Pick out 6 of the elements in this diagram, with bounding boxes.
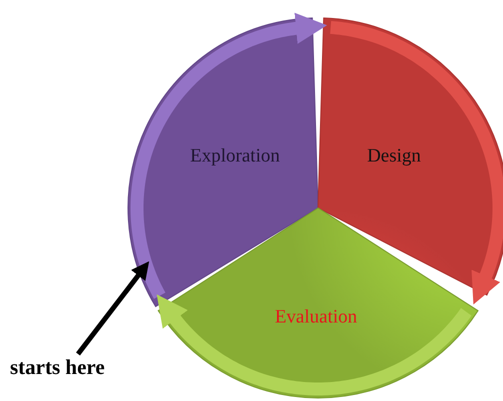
sector-label: Design xyxy=(367,146,421,168)
sector-label: Exploration xyxy=(190,146,280,168)
arrow xyxy=(156,294,472,396)
sector-label: Evaluation xyxy=(274,308,358,328)
arrow xyxy=(76,261,150,356)
annotation-text: starts here xyxy=(10,356,105,380)
